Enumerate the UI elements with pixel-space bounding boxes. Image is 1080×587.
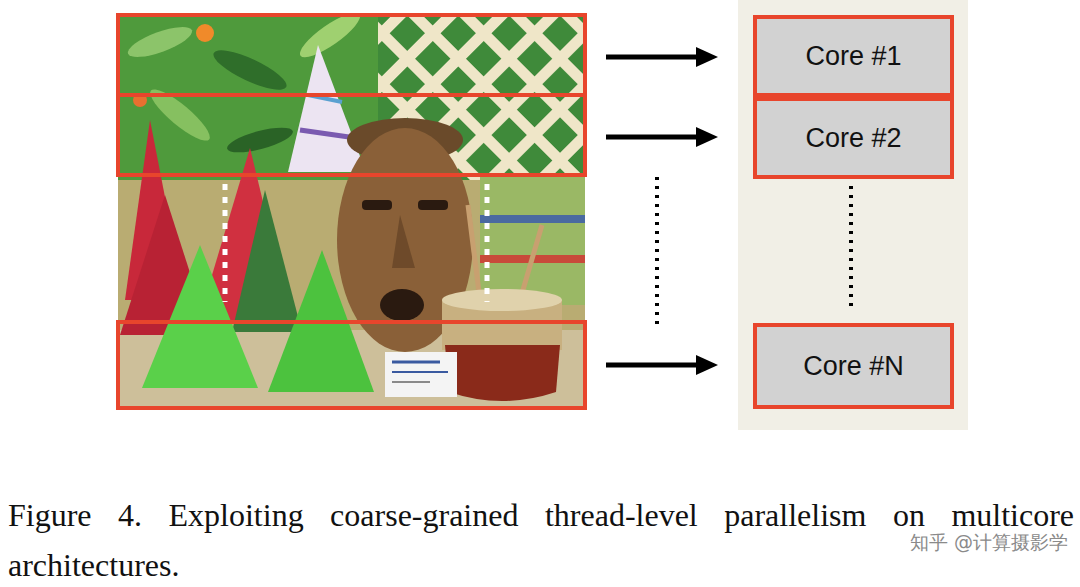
- strip-outline: [118, 322, 585, 408]
- arrow-head: [696, 127, 718, 147]
- leaf: [125, 21, 196, 63]
- core-box: Core #N: [753, 323, 954, 409]
- flower: [196, 24, 214, 42]
- striped-cloth: [480, 175, 585, 305]
- dotted-ellipsis: [223, 184, 228, 302]
- core-label: Core #2: [805, 123, 901, 154]
- green-cone: [142, 245, 258, 388]
- bowl-rim: [442, 289, 562, 311]
- party-hat: [288, 45, 366, 172]
- dotted-ellipsis: [485, 184, 490, 302]
- card-mark: [392, 361, 440, 364]
- strip-outline: [118, 95, 585, 175]
- photo: [118, 15, 585, 410]
- core-label: Core #N: [803, 351, 904, 382]
- core-box: Core #1: [753, 15, 954, 97]
- watermark: 知乎 @计算摄影学: [910, 531, 1068, 553]
- card-mark: [392, 381, 430, 383]
- photo-ground: [118, 15, 585, 410]
- cloth-stripe: [480, 215, 585, 223]
- stick: [468, 205, 480, 300]
- leaf: [225, 123, 295, 158]
- leaf: [144, 83, 215, 147]
- arrow-head: [696, 355, 718, 375]
- bowl-bottom: [445, 345, 560, 401]
- green-cone: [232, 190, 302, 332]
- arrow-shaft: [606, 363, 698, 368]
- arrow-shaft: [606, 55, 698, 60]
- mask-eye: [418, 200, 448, 210]
- strip-outline: [118, 15, 585, 95]
- hat-stripe: [300, 130, 356, 138]
- card-mark: [392, 371, 448, 373]
- mask-mouth: [380, 289, 424, 321]
- leaf: [295, 15, 365, 64]
- core-panel: [738, 0, 968, 430]
- core-label: Core #1: [805, 41, 901, 72]
- arrow-head: [696, 47, 718, 67]
- card: [385, 352, 457, 397]
- dotted-ellipsis: [849, 186, 853, 306]
- dotted-ellipsis: [655, 177, 659, 326]
- arrow-shaft: [606, 135, 698, 140]
- core-box: Core #2: [753, 97, 954, 179]
- leaf: [209, 43, 291, 97]
- stick: [520, 225, 542, 300]
- mask-nose: [392, 215, 415, 268]
- mask-eye: [362, 200, 392, 210]
